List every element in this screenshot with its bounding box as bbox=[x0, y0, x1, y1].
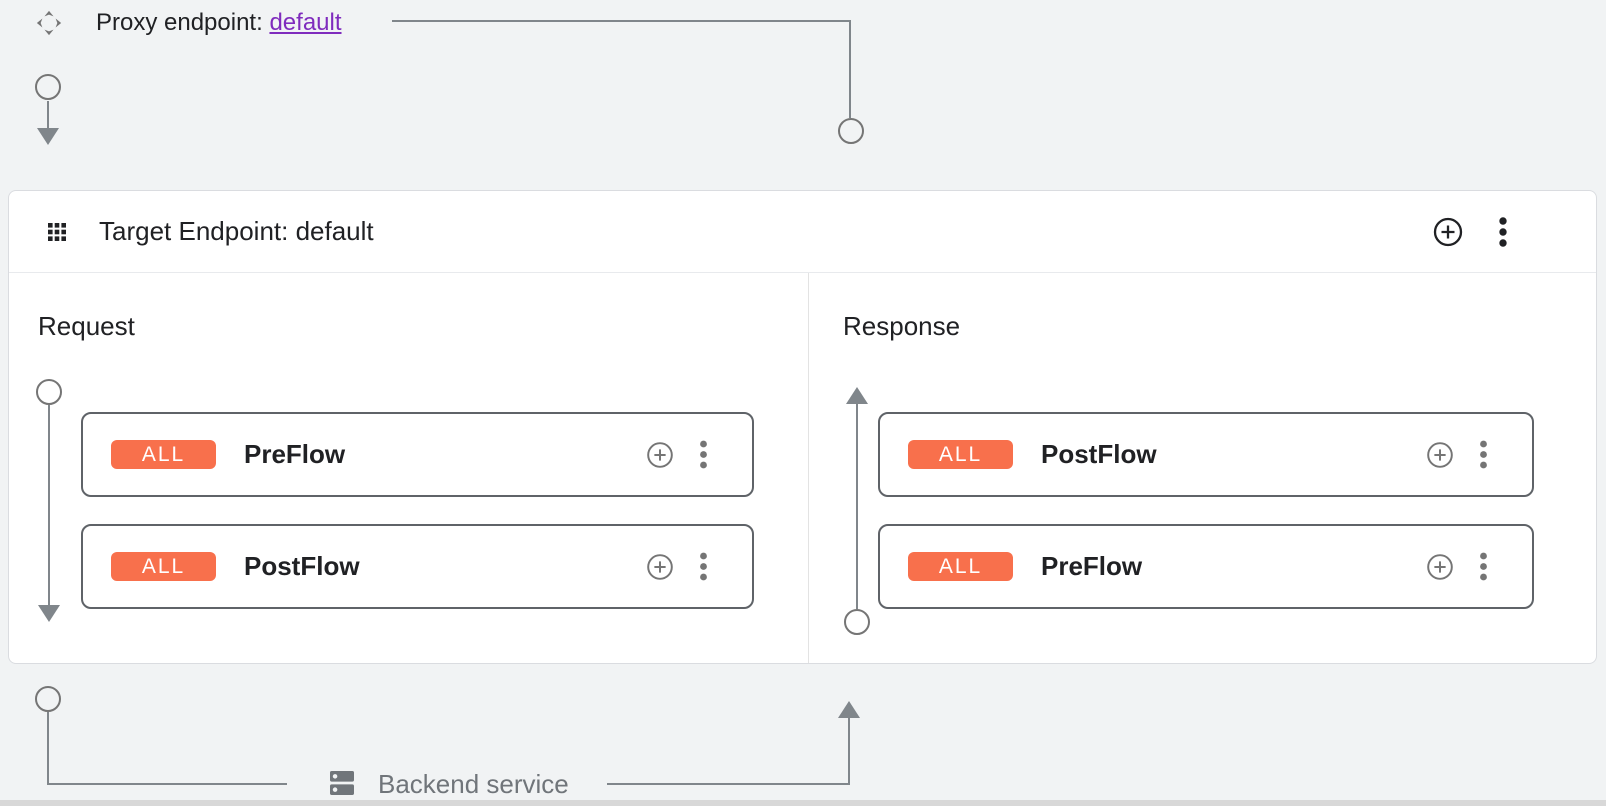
connector-line bbox=[856, 404, 858, 609]
add-policy-button[interactable] bbox=[645, 552, 675, 582]
flow-row-request-preflow[interactable]: ALL PreFlow bbox=[81, 412, 754, 497]
kebab-menu-icon bbox=[699, 551, 708, 582]
flow-badge: ALL bbox=[111, 440, 216, 469]
flow-row-response-postflow[interactable]: ALL PostFlow bbox=[878, 412, 1534, 497]
connector-line bbox=[48, 405, 50, 605]
connector-node-circle bbox=[35, 686, 61, 712]
connector-arrow-down bbox=[37, 128, 59, 145]
flow-name: PostFlow bbox=[244, 551, 360, 581]
flow-menu-button[interactable] bbox=[1479, 439, 1488, 470]
horizontal-scrollbar[interactable] bbox=[0, 800, 1606, 806]
proxy-endpoint-icon bbox=[36, 10, 62, 41]
flow-badge: ALL bbox=[111, 552, 216, 581]
plus-circle-icon bbox=[1425, 552, 1455, 582]
flow-badge: ALL bbox=[908, 440, 1013, 469]
flow-name: PreFlow bbox=[244, 439, 346, 469]
backend-service-label: Backend service bbox=[378, 769, 569, 799]
kebab-menu-icon bbox=[1479, 439, 1488, 470]
kebab-menu-icon bbox=[699, 439, 708, 470]
proxy-endpoint-label: Proxy endpoint: default bbox=[96, 9, 342, 37]
card-header: Target Endpoint: default bbox=[9, 191, 1596, 273]
flow-menu-button[interactable] bbox=[699, 551, 708, 582]
kebab-menu-icon bbox=[1479, 551, 1488, 582]
flow-menu-button[interactable] bbox=[699, 439, 708, 470]
connector-node-circle bbox=[35, 74, 61, 100]
flow-row-response-preflow[interactable]: ALL PreFlow bbox=[878, 524, 1534, 609]
request-response-divider bbox=[808, 273, 809, 663]
connector-line bbox=[848, 717, 850, 785]
connector-node-circle bbox=[36, 379, 62, 405]
add-policy-button[interactable] bbox=[645, 440, 675, 470]
flow-name: PostFlow bbox=[1041, 439, 1157, 469]
proxy-endpoint-label-text: Proxy endpoint: bbox=[96, 9, 263, 36]
card-menu-button[interactable] bbox=[1498, 215, 1508, 249]
connector-arrow-up bbox=[846, 387, 868, 404]
plus-circle-icon bbox=[645, 440, 675, 470]
plus-circle-icon bbox=[645, 552, 675, 582]
add-flow-button[interactable] bbox=[1432, 216, 1464, 248]
connector-line bbox=[47, 101, 49, 128]
plus-circle-icon bbox=[1432, 216, 1464, 248]
connector-line bbox=[849, 20, 851, 118]
grid-icon bbox=[45, 220, 69, 244]
connector-arrow-down bbox=[38, 605, 60, 622]
connector-node-circle bbox=[838, 118, 864, 144]
request-panel-label: Request bbox=[38, 311, 135, 341]
connector-line bbox=[47, 783, 287, 785]
add-policy-button[interactable] bbox=[1425, 552, 1455, 582]
connector-arrow-up bbox=[838, 701, 860, 718]
connector-line bbox=[607, 783, 850, 785]
target-endpooint-card: Target Endpoint: default Request bbox=[8, 190, 1597, 664]
kebab-menu-icon bbox=[1498, 215, 1508, 249]
flow-menu-button[interactable] bbox=[1479, 551, 1488, 582]
proxy-endpoint-link[interactable]: default bbox=[269, 9, 342, 36]
flow-name: PreFlow bbox=[1041, 551, 1143, 581]
plus-circle-icon bbox=[1425, 440, 1455, 470]
flow-row-request-postflow[interactable]: ALL PostFlow bbox=[81, 524, 754, 609]
connector-node-circle bbox=[844, 609, 870, 635]
connector-line bbox=[47, 712, 49, 785]
response-panel-label: Response bbox=[843, 311, 961, 341]
connector-line bbox=[392, 20, 851, 22]
flow-badge: ALL bbox=[908, 552, 1013, 581]
add-policy-button[interactable] bbox=[1425, 440, 1455, 470]
backend-service-icon bbox=[326, 767, 358, 804]
card-title: Target Endpoint: default bbox=[99, 216, 374, 246]
